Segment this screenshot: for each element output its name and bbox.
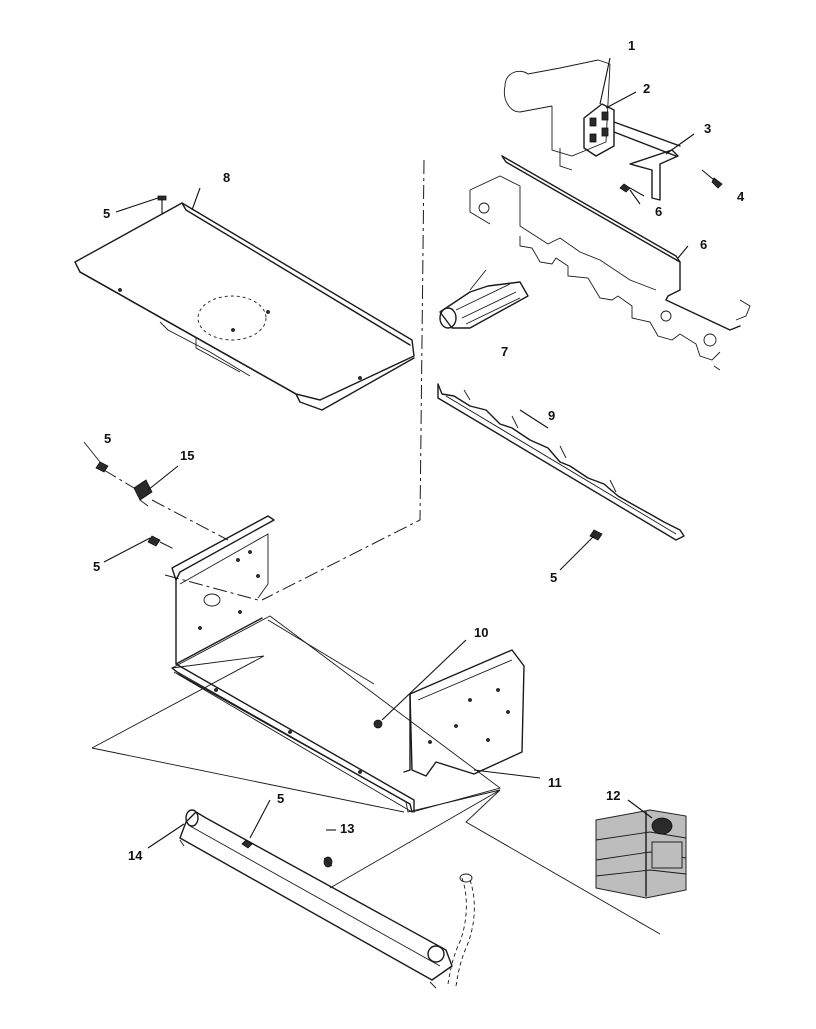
callout-14: 14 (128, 848, 143, 863)
callout-5: 5 (277, 791, 284, 806)
screw-icon (83, 441, 109, 473)
screw-icon (147, 535, 177, 551)
callout-8: 8 (223, 170, 230, 185)
screw-icon (241, 839, 253, 849)
callout-1: 1 (628, 38, 635, 53)
callout-11: 11 (548, 775, 562, 790)
callout-labels: 1 2 3 4 5 6 6 7 8 5 9 5 15 5 5 10 11 12 … (93, 38, 745, 863)
bottom-plate (91, 615, 661, 935)
part-4-screw (701, 169, 723, 189)
part-7-burner-tube (439, 269, 529, 329)
callout-2: 2 (643, 81, 650, 96)
callout-5: 5 (104, 431, 111, 446)
left-side-panel (171, 515, 415, 813)
callout-5: 5 (93, 559, 100, 574)
callout-7: 7 (501, 344, 508, 359)
screw-icon (157, 195, 167, 214)
alignment-guides (164, 159, 425, 601)
callout-5: 5 (550, 570, 557, 585)
callout-13: 13 (340, 821, 354, 836)
part-11-right-panel (403, 649, 525, 777)
callout-6: 6 (700, 237, 707, 252)
part-15-clip (103, 469, 229, 541)
callout-3: 3 (704, 121, 711, 136)
screw-icon (619, 183, 645, 197)
callout-10: 10 (474, 625, 488, 640)
callout-9: 9 (548, 408, 555, 423)
callout-6: 6 (655, 204, 662, 219)
part-6-manifold-bracket (469, 155, 751, 371)
part-8-top-cover (74, 202, 415, 411)
part-3-bracket (629, 149, 679, 201)
gas-line (429, 873, 475, 989)
part-10-grommet (373, 719, 383, 729)
part-9-burner-shield (437, 383, 685, 541)
callout-leaders (103, 57, 695, 849)
part-1-2-valve-assembly (503, 59, 681, 171)
callout-5: 5 (103, 206, 110, 221)
part-13-fitting (323, 856, 333, 868)
part-14-manifold-pipe (179, 809, 453, 981)
callout-15: 15 (180, 448, 194, 463)
part-12-gas-valve (595, 809, 687, 899)
callout-4: 4 (737, 189, 745, 204)
callout-12: 12 (606, 788, 620, 803)
